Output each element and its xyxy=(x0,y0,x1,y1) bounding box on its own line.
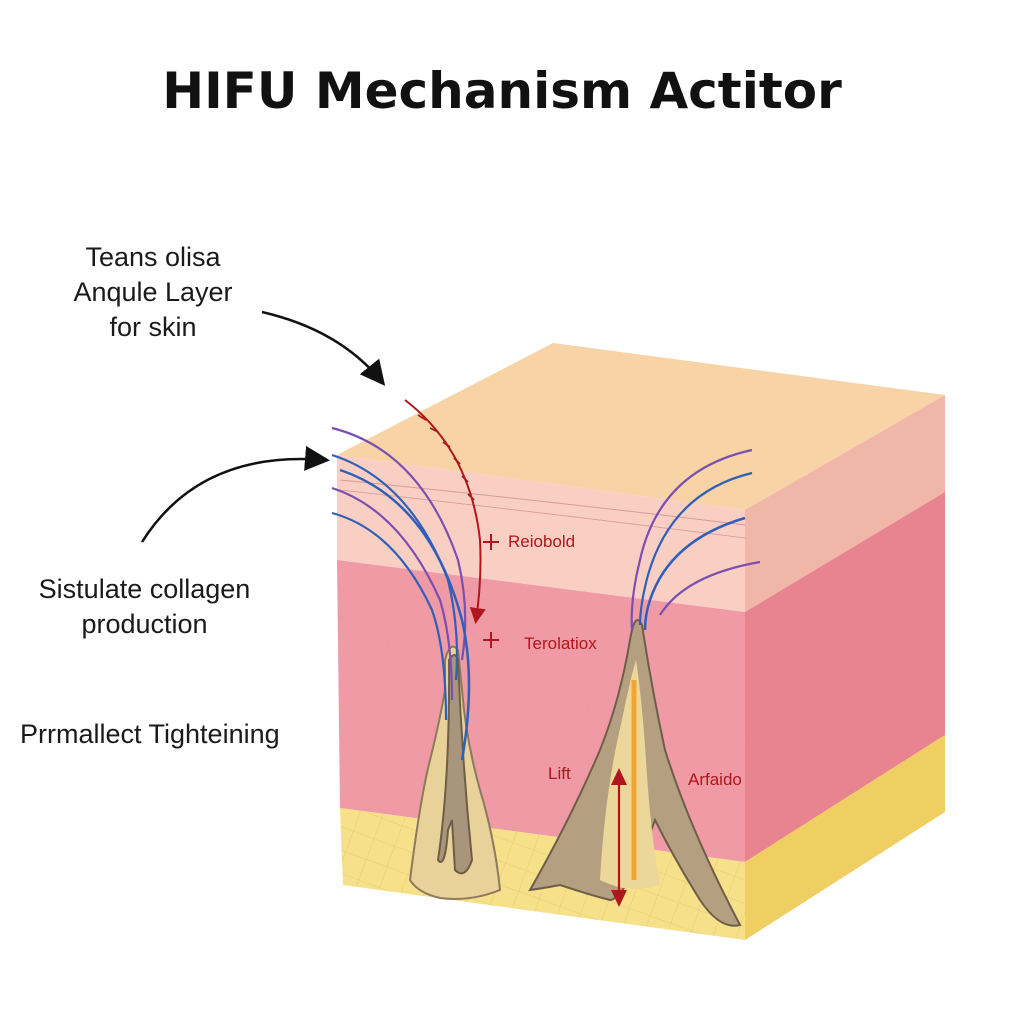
energy-penetration-arrow xyxy=(404,399,486,624)
lift-arrow xyxy=(611,768,627,907)
plus-marker-terolatiox xyxy=(483,632,499,648)
epidermis-layer xyxy=(337,455,745,612)
label-collagen: Sistulate collagen production xyxy=(22,572,267,642)
label-line: for skin xyxy=(109,312,197,342)
diagram-title: HIFU Mechanism Actitor xyxy=(162,62,842,120)
ultrasound-waves-left xyxy=(331,426,471,761)
label-line: Teans olisa xyxy=(85,242,221,272)
label-angle-layer: Teans olisa Anqule Layer for skin xyxy=(38,240,268,345)
cube-top-face xyxy=(337,343,945,510)
label-reiobold: Reiobold xyxy=(508,532,576,551)
plus-marker-reiobold xyxy=(483,534,499,550)
label-tightening: Prrmallect Tighteining xyxy=(20,719,280,749)
label-terolatiox: Terolatiox xyxy=(524,634,597,653)
right-face-epidermis xyxy=(745,395,945,612)
label-line: Sistulate collagen xyxy=(38,574,251,604)
pointer-arrow-middle xyxy=(140,445,330,543)
pointer-arrow-top xyxy=(261,310,386,386)
label-line: production xyxy=(81,609,208,639)
ultrasound-waves-right xyxy=(630,448,761,631)
right-face-dermis xyxy=(745,492,945,862)
right-face-fat xyxy=(745,735,945,940)
label-line: Anqule Layer xyxy=(73,277,233,307)
label-arfaido: Arfaido xyxy=(688,770,742,789)
label-lift: Lift xyxy=(548,764,571,783)
